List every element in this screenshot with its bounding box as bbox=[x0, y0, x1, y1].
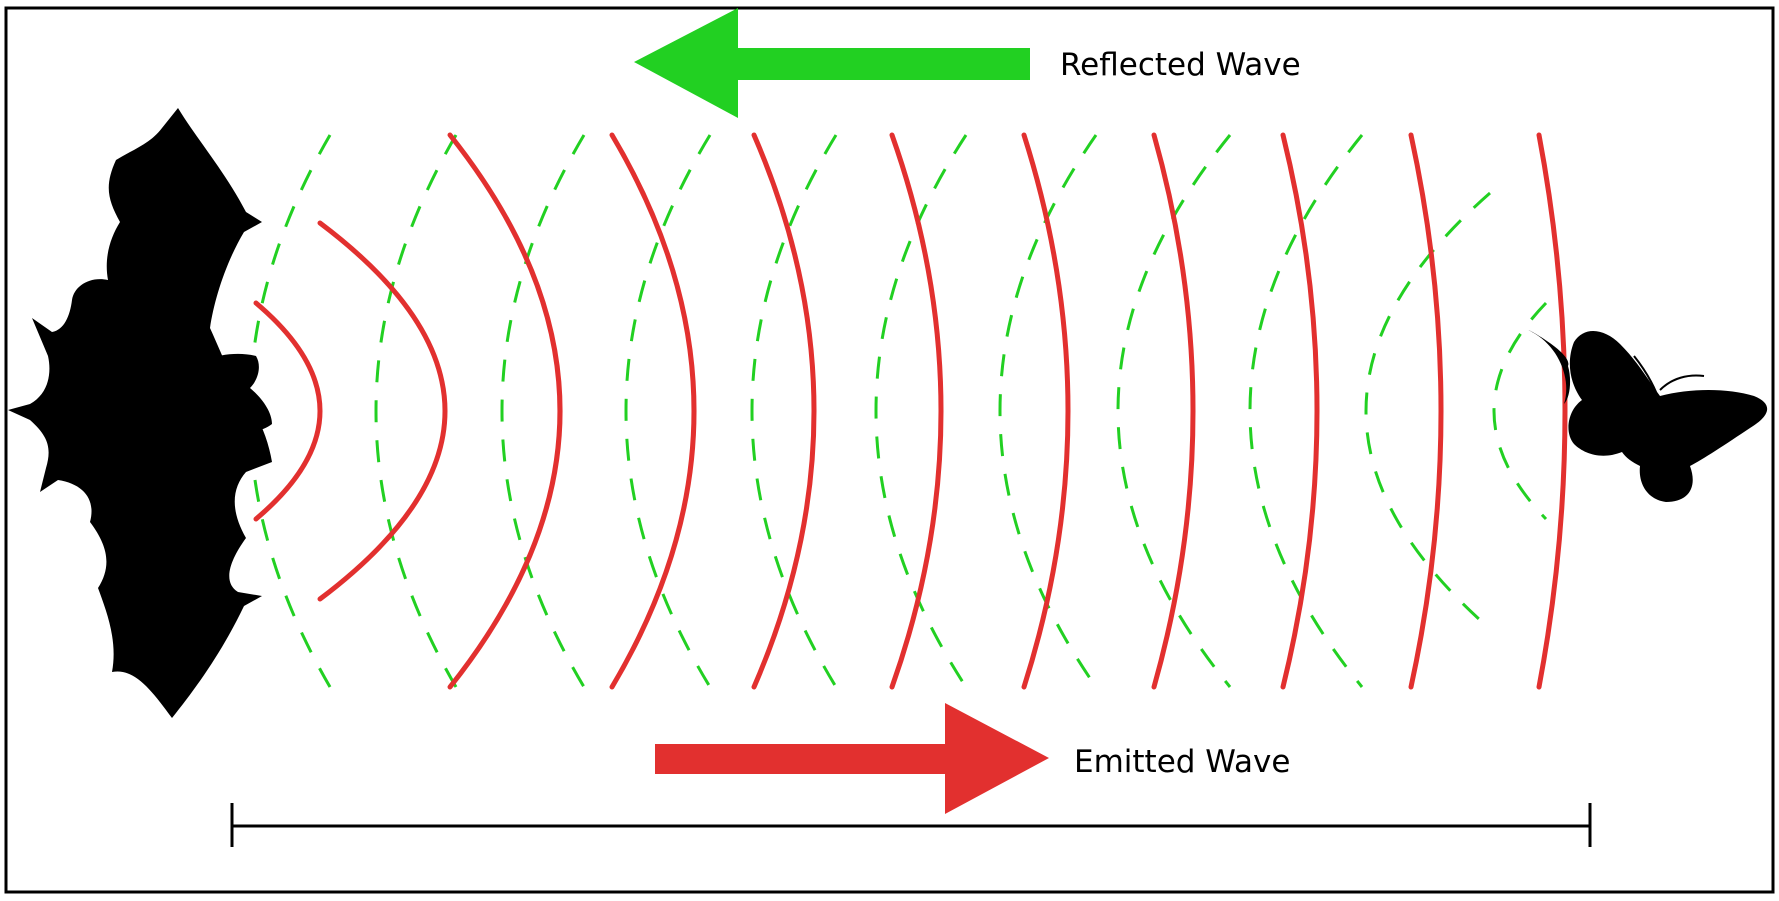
reflected-arrow bbox=[634, 8, 1030, 118]
emitted-wavefront bbox=[253, 300, 323, 522]
emitted-wave-group bbox=[253, 132, 1568, 690]
emitted-wavefront bbox=[1021, 132, 1071, 690]
emitted-wavefront bbox=[889, 132, 944, 690]
reflected-wavefront bbox=[1492, 301, 1548, 521]
reflected-wavefront bbox=[624, 134, 712, 688]
emitted-wavefront bbox=[1280, 132, 1320, 690]
reflected-wavefront bbox=[1364, 191, 1491, 631]
reflected-wave-label: Reflected Wave bbox=[1060, 47, 1301, 83]
reflected-wavefront bbox=[1116, 134, 1232, 688]
reflected-wavefront bbox=[874, 134, 968, 688]
distance-bracket bbox=[230, 803, 1592, 847]
moth-icon bbox=[1528, 329, 1768, 502]
emitted-wave-label: Emitted Wave bbox=[1074, 744, 1290, 780]
emitted-wavefront bbox=[447, 132, 563, 690]
emitted-arrow bbox=[655, 703, 1049, 814]
diagram-frame bbox=[4, 6, 1775, 894]
emitted-wavefront bbox=[317, 220, 448, 602]
emitted-wavefront bbox=[609, 132, 697, 690]
emitted-wavefront bbox=[1536, 132, 1568, 690]
bat-icon bbox=[8, 108, 272, 718]
emitted-wavefront bbox=[1151, 132, 1196, 690]
reflected-wavefront bbox=[374, 134, 458, 688]
reflected-wavefront bbox=[750, 134, 838, 688]
emitted-wavefront bbox=[1408, 132, 1444, 690]
reflected-wavefront bbox=[500, 134, 586, 688]
reflected-wavefront bbox=[1248, 134, 1364, 688]
emitted-wavefront bbox=[751, 132, 817, 690]
reflected-wavefront bbox=[998, 134, 1098, 688]
